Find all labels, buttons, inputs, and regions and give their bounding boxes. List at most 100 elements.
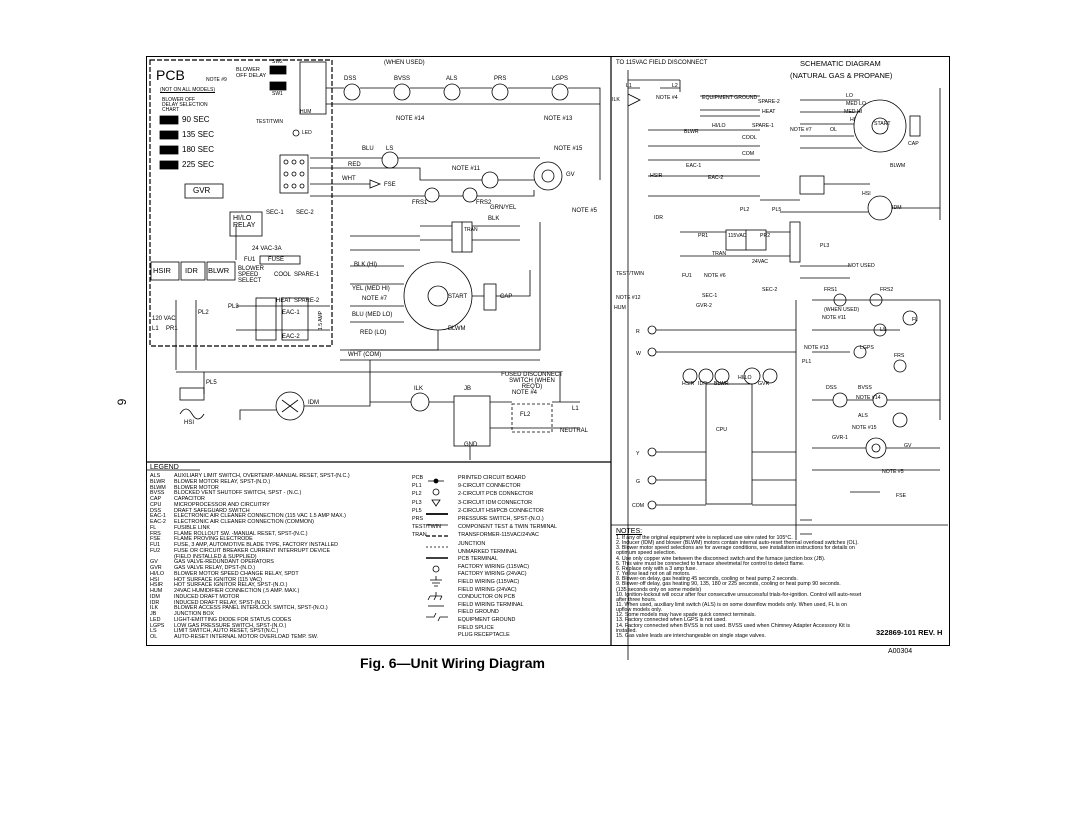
schematic-label: FRS1 [824,287,838,293]
legend-title: LEGEND [150,464,179,471]
label-note11-left: NOTE #11 [452,166,480,172]
note-item: 12. Some models may have spade quick con… [616,612,756,619]
pl1-block [279,154,309,194]
legend-symbol-label: FIELD WIRING (24VAC) [458,586,517,593]
schematic-label: EAC-1 [686,163,702,169]
legend-abbrev: GV [150,559,158,566]
legend-description: HOT SURFACE IGNITOR (115 VAC) [174,576,262,583]
label-120vac: 120 VAC [152,316,176,322]
schematic-label: HI/LO [738,375,752,381]
delay-chart-label: BLOWER OFF DELAY SELECTION CHART [162,97,208,113]
schematic-label: MED LO [846,101,866,107]
schematic-label: IDR [698,381,707,387]
schematic-label: EAC-2 [708,175,724,181]
legend-description: BLOWER MOTOR RELAY, SPST-(N.O.) [174,478,271,485]
schematic-label: START [874,121,891,127]
legend-abbrev: TEST/TWIN [412,524,442,531]
legend-description: DRAFT SAFEGUARD SWITCH [174,507,250,514]
note-item: optimum speed selection. [616,550,677,557]
schematic-label: NOTE #13 [804,345,829,351]
jb-box [453,395,491,447]
frs1-symbol [424,187,440,203]
legend-description: ELECTRONIC AIR CLEANER CONNECTION (115 V… [174,513,346,520]
sw2-label: SW2 [272,59,283,65]
schematic-label: GVR-1 [832,435,848,441]
legend-abbrev: HI/LO [150,570,165,577]
schematic-label: LS [880,327,887,333]
gvr-label: GVR [193,186,211,195]
legend-description: FLAME PROVING ELECTRODE [174,536,253,543]
schematic-label: LGPS [860,345,874,351]
label-sec2: SEC-2 [296,210,314,216]
schematic-label: PL5 [772,207,782,213]
schematic-label: FRS [894,353,905,359]
schematic-label: IDR [654,215,663,221]
schematic-label: NOTE #6 [704,273,726,279]
label-pl5: PL5 [206,380,217,386]
schematic-label: PL2 [740,207,750,213]
notes-list: 1. If any of the original equipment wire… [616,535,946,640]
legend-description: MICROPROCESSOR AND CIRCUITRY [174,501,270,508]
legend-abbrev: TRAN [412,532,427,539]
sw1-box [269,81,287,91]
schematic-label: PL1 [802,359,812,365]
legend-abbrev: PL3 [412,499,422,506]
start-label: START [448,294,468,300]
schematic-label: W [636,351,641,357]
label-cool: COOL [274,272,292,278]
note-item: 5. This wire must be connected to furnac… [616,560,805,567]
test-twin-label: TEST/TWIN [256,119,283,125]
legend-abbrev: PL1 [412,483,422,490]
schematic-label: GVR-2 [696,303,712,309]
legend-description: HOT SURFACE IGNITOR RELAY, SPST-(N.O.) [174,582,288,589]
legend-description: PRESSURE SWITCH, SPST-(N.O.) [458,516,544,522]
label-when-used: (WHEN USED) [384,60,425,66]
blwr-box [206,261,236,281]
blwm-label: BLWM [448,326,466,332]
schematic-label: FRS2 [880,287,894,293]
schematic-label: OL [830,127,837,133]
delay-225: 225 SEC [182,160,215,169]
legend-abbrev: LS [150,628,157,635]
note-item: 10. Ignition-lockout will occur after fo… [616,591,862,598]
idm-label: IDM [308,400,319,406]
note-item: 4. Use only copper wire between the disc… [616,555,826,562]
label-note7-left: NOTE #7 [362,296,388,302]
frs2-symbol [462,187,478,203]
led-label: LED [302,130,312,136]
legend-abbrev: PRS [412,516,424,522]
legend-description: BLOWER MOTOR [174,484,219,491]
schematic-label: GV [904,443,912,449]
dip-4 [159,160,179,170]
idr-box [180,261,206,281]
legend-symbol-label: JUNCTION [458,541,486,547]
label-eac1: EAC-1 [282,310,300,316]
lgps-symbol [551,83,569,101]
schematic-title-2: (NATURAL GAS & PROPANE) [790,71,893,80]
legend-description: GAS VALVE RELAY, DPST-(N.O.) [174,565,256,571]
legend-description: 9-CIRCUIT CONNECTOR [458,483,521,490]
schematic-label: TEST/TWIN [616,271,644,277]
frs2-label: FRS2 [476,200,492,206]
note-item: 3. Blower motor speed selections are for… [616,545,855,552]
schematic-label: HI [850,117,856,123]
schematic-label: NOTE #11 [822,315,847,321]
legend-description: CAPACITOR [174,496,205,502]
legend-abbrev: HUM [150,588,163,594]
schematic-label: NOTE #5 [882,469,904,475]
legend-description: TRANSFORMER-115VAC/24VAC [458,532,539,539]
legend-symbol-label: FIELD WIRING (115VAC) [458,579,520,585]
legend-description: FUSE, 3 AMP, AUTOMOTIVE BLADE TYPE, FACT… [174,542,339,548]
legend-description: FLAME ROLLOUT SW. -MANUAL RESET, SPST-(N… [174,530,308,537]
legend-description: AUXILIARY LIMIT SWITCH, OVERTEMP.-MANUAL… [174,473,350,479]
legend-description: INDUCED DRAFT RELAY, SPST-(N.O.) [174,599,270,606]
label-pl3: PL3 [228,304,239,310]
gv-symbol [533,161,563,191]
wire-blu: BLU [362,146,374,152]
legend-abbrev: IDM [150,593,160,600]
not-on-all-models: (NOT ON ALL MODELS) [160,87,216,93]
schematic-label: FU1 [682,273,692,279]
legend-symbol-label: FACTORY WIRING (24VAC) [458,571,527,578]
legend-abbrev: ILK [150,605,159,612]
